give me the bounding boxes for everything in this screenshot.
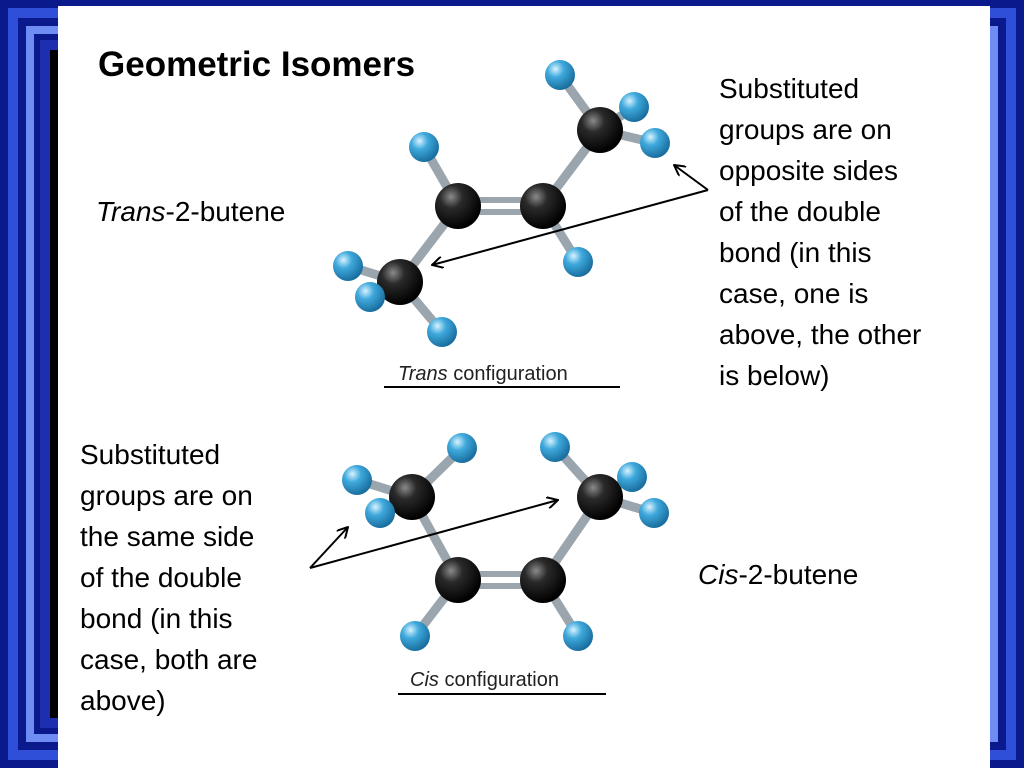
cis-caption-italic: Cis xyxy=(410,669,439,691)
trans-note-line: is below) xyxy=(719,360,830,391)
cis-note-line: bond (in this xyxy=(80,603,233,634)
trans-note-line: bond (in this xyxy=(719,237,872,268)
cis-2-butene-molecule xyxy=(342,432,669,651)
cis-carbon-atom xyxy=(577,474,623,520)
trans-2-butene-molecule xyxy=(333,60,670,347)
cis-caption-rest: configuration xyxy=(439,669,559,691)
trans-hydrogen-atom xyxy=(333,251,363,281)
trans-note-line: above, the other xyxy=(719,319,922,350)
trans-carbon-atom xyxy=(377,259,423,305)
cis-explanation: Substituted groups are on the same side of … xyxy=(80,434,257,721)
trans-carbon-atom xyxy=(435,183,481,229)
cis-note-line: case, both are xyxy=(80,644,258,675)
trans-caption-rest: configuration xyxy=(448,363,568,385)
cis-arrow-left xyxy=(309,527,348,569)
trans-note-line: groups are on xyxy=(719,114,892,145)
trans-note-line: Substituted xyxy=(719,73,860,104)
cis-hydrogen-atom xyxy=(563,621,593,651)
cis-hydrogen-atom xyxy=(400,621,430,651)
trans-hydrogen-atom xyxy=(545,60,575,90)
trans-arrow-upper xyxy=(674,165,709,191)
cis-arrow-right xyxy=(309,500,558,569)
cis-note-line: the same side xyxy=(80,521,255,552)
trans-hydrogen-atom xyxy=(563,247,593,277)
trans-note-line: case, one is xyxy=(719,278,869,309)
trans-caption-italic: Trans xyxy=(398,363,448,385)
cis-label-italic: Cis xyxy=(698,559,739,590)
trans-hydrogen-atom xyxy=(409,132,439,162)
cis-hydrogen-atom xyxy=(365,498,395,528)
cis-configuration-caption: Cis configuration xyxy=(410,669,559,691)
cis-hydrogen-atom xyxy=(447,433,477,463)
trans-note-line: of the double xyxy=(719,196,881,227)
trans-hydrogen-atom xyxy=(619,92,649,122)
trans-hydrogen-atom xyxy=(355,282,385,312)
cis-label-rest: -2-butene xyxy=(738,559,859,590)
cis-carbon-atom xyxy=(389,474,435,520)
trans-explanation: Substituted groups are on opposite sides of… xyxy=(719,68,921,396)
cis-carbon-atom xyxy=(435,557,481,603)
trans-carbon-atom xyxy=(520,183,566,229)
cis-hydrogen-atom xyxy=(617,462,647,492)
cis-note-line: groups are on xyxy=(80,480,253,511)
trans-configuration-caption: Trans configuration xyxy=(398,363,568,385)
cis-hydrogen-atom xyxy=(342,465,372,495)
trans-2-butene-label: Trans-2-butene xyxy=(96,196,285,228)
slide-title: Geometric Isomers xyxy=(98,45,416,84)
trans-carbon-atom xyxy=(577,107,623,153)
cis-carbon-atom xyxy=(520,557,566,603)
trans-note-line: opposite sides xyxy=(719,155,899,186)
trans-arrow-lower xyxy=(432,189,709,265)
trans-hydrogen-atom xyxy=(640,128,670,158)
trans-hydrogen-atom xyxy=(427,317,457,347)
cis-note-line: above) xyxy=(80,685,166,716)
trans-label-italic: Trans xyxy=(96,196,166,227)
trans-label-rest: -2-butene xyxy=(165,196,286,227)
cis-hydrogen-atom xyxy=(639,498,669,528)
cis-note-line: of the double xyxy=(80,562,242,593)
cis-hydrogen-atom xyxy=(540,432,570,462)
cis-2-butene-label: Cis-2-butene xyxy=(698,559,858,591)
cis-note-line: Substituted xyxy=(80,439,221,470)
